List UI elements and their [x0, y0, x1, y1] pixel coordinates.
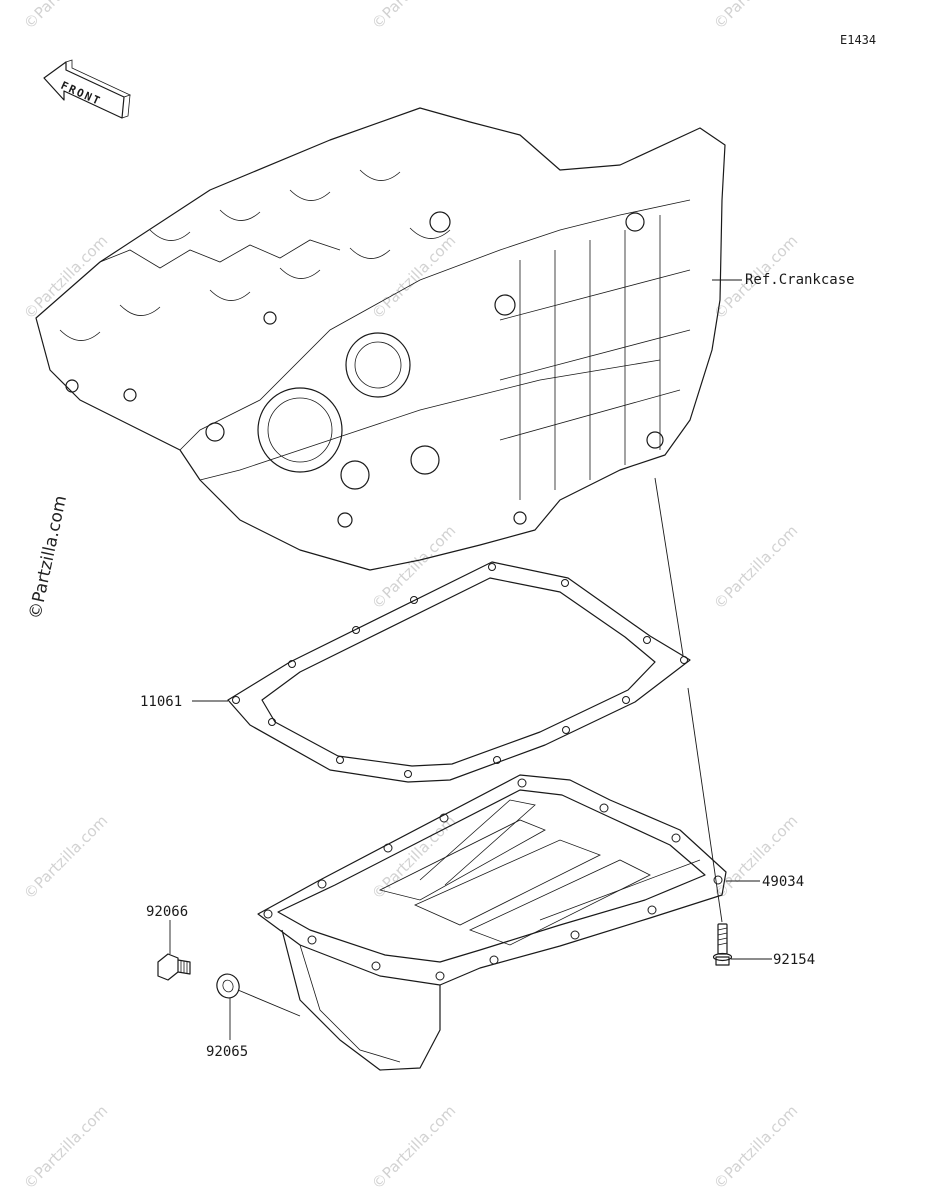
- washer-to-pan-line: [237, 989, 301, 1017]
- oil-pan-gasket[interactable]: [227, 561, 691, 783]
- bolt-axis-line-upper: [654, 477, 684, 656]
- bolt-axis-line-lower: [687, 687, 723, 923]
- watermark-text: ©Partzilla.com: [368, 0, 459, 33]
- drain-plug-part-number[interactable]: 92066: [146, 904, 188, 920]
- watermark-text: ©Partzilla.com: [368, 1102, 459, 1193]
- watermark-text: ©Partzilla.com: [20, 0, 111, 33]
- watermark-text: ©Partzilla.com: [20, 812, 111, 903]
- watermark-text: ©Partzilla.com: [368, 232, 459, 323]
- drain-plug[interactable]: [157, 953, 191, 981]
- watermark-group: ©Partzilla.com ©Partzilla.com ©Partzilla…: [20, 0, 801, 1193]
- washer-part-number[interactable]: 92065: [206, 1044, 248, 1060]
- oil-pan-part-number[interactable]: 49034: [762, 874, 804, 890]
- watermark-text: ©Partzilla.com: [20, 1102, 111, 1193]
- watermark-text: ©Partzilla.com: [710, 1102, 801, 1193]
- washer[interactable]: [214, 971, 243, 1001]
- watermark-vertical: ©Partzilla.com: [25, 494, 71, 621]
- watermark-text: ©Partzilla.com: [710, 0, 801, 33]
- diagram-code: E1434: [840, 33, 876, 47]
- front-label: FRONT: [59, 79, 104, 108]
- watermark-text: ©Partzilla.com: [710, 522, 801, 613]
- front-direction-arrow-icon: FRONT: [43, 59, 132, 119]
- reference-label: Ref.Crankcase: [745, 272, 855, 288]
- bolt[interactable]: [712, 923, 733, 966]
- bolt-part-number[interactable]: 92154: [773, 952, 815, 968]
- crankcase-illustration: [35, 107, 726, 571]
- watermark-text: ©Partzilla.com: [20, 232, 111, 323]
- oil-pan[interactable]: [257, 774, 727, 1071]
- gasket-part-number[interactable]: 11061: [140, 694, 182, 710]
